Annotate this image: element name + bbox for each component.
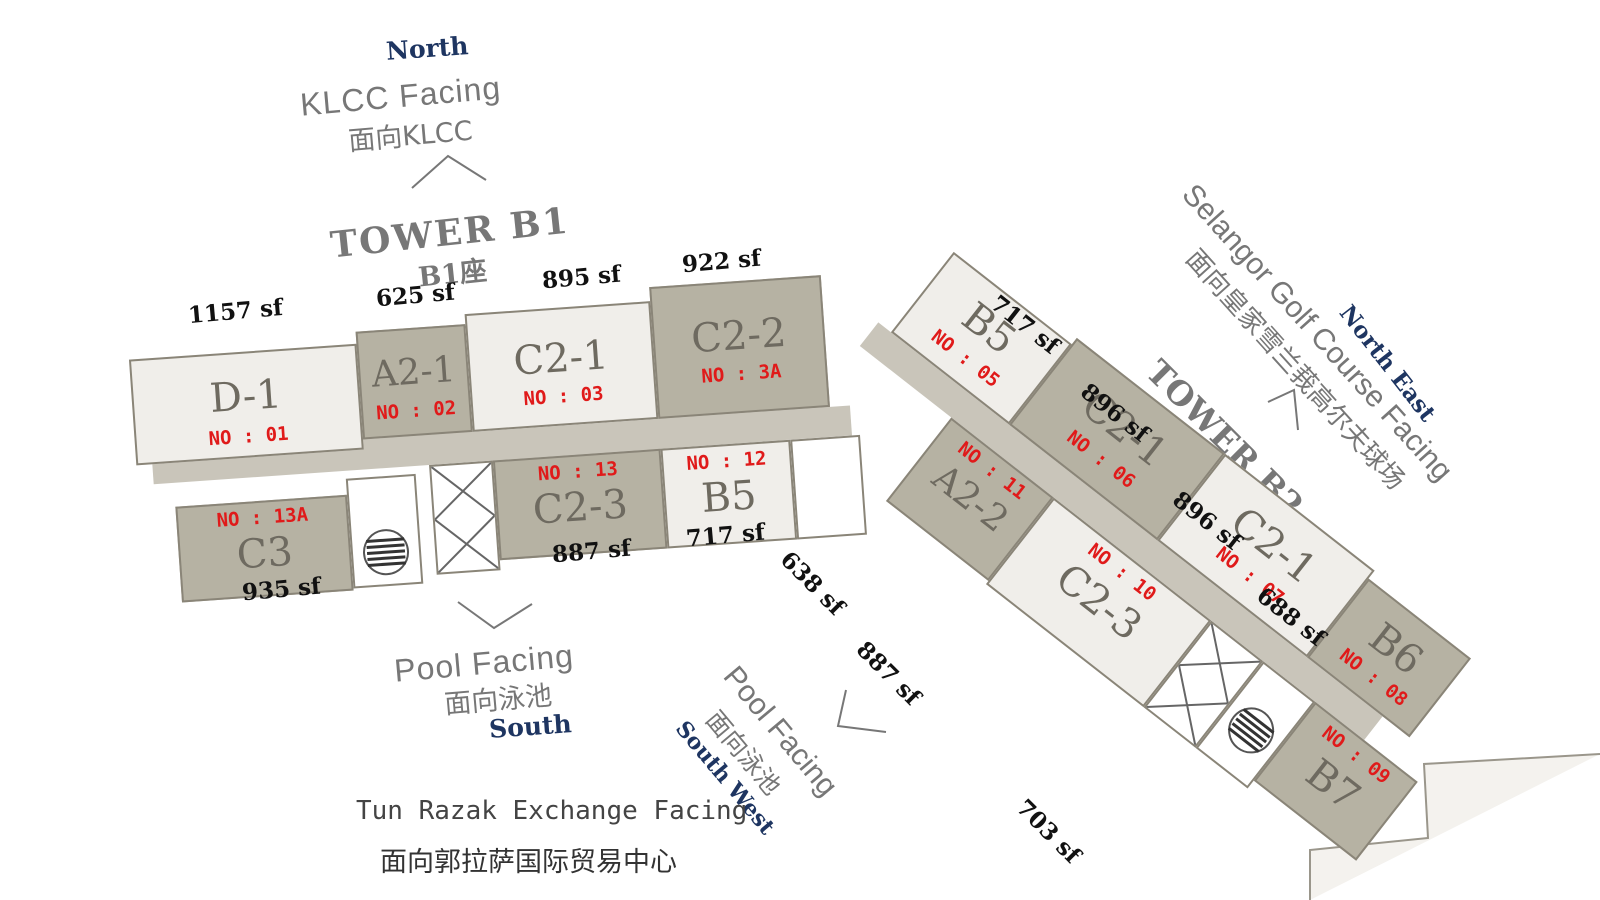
area-b7: 703 sf <box>1010 794 1086 869</box>
area-c3: 935 sf <box>240 572 322 607</box>
lift-shaft-hatch-icon <box>1146 623 1261 746</box>
caret-northeast-icon <box>1267 388 1299 431</box>
caret-southwest-icon <box>836 689 887 733</box>
b1-stair-core <box>345 473 424 589</box>
unit-d-1[interactable]: D-1 NO : 01 <box>128 343 364 466</box>
caret-up-icon <box>411 154 487 189</box>
staircase-icon <box>1227 707 1275 754</box>
caret-down-icon <box>457 601 533 630</box>
compass-south-label: South <box>488 709 573 744</box>
area-c2-2: 922 sf <box>680 244 762 279</box>
area-a2-2: 638 sf <box>774 546 850 621</box>
area-b5-tower-b1: 717 sf <box>684 518 766 553</box>
staircase-icon <box>363 529 410 576</box>
b1-lift-shaft <box>429 460 501 575</box>
unit-a2-1[interactable]: A2-1 NO : 02 <box>355 324 473 440</box>
area-d-1: 1157 sf <box>187 293 284 330</box>
b2-lift-shaft <box>1143 620 1264 748</box>
trx-facing-label: Tun Razak Exchange Facing <box>356 796 748 826</box>
b2-stair-core <box>1195 661 1316 789</box>
compass-north-label: North <box>385 31 470 66</box>
unit-c2-2[interactable]: C2-2 NO : 3A <box>649 275 830 419</box>
b1-service-room <box>790 434 867 540</box>
unit-c2-1[interactable]: C2-1 NO : 03 <box>464 301 659 432</box>
area-c2-3: 887 sf <box>550 534 632 569</box>
lift-shaft-hatch-icon <box>430 461 500 574</box>
trx-facing-cn-label: 面向郭拉萨国际贸易中心 <box>380 847 677 878</box>
adjacent-building-outline <box>1309 753 1600 900</box>
area-c2-1: 895 sf <box>540 260 622 295</box>
area-a2-1: 625 sf <box>374 278 456 313</box>
